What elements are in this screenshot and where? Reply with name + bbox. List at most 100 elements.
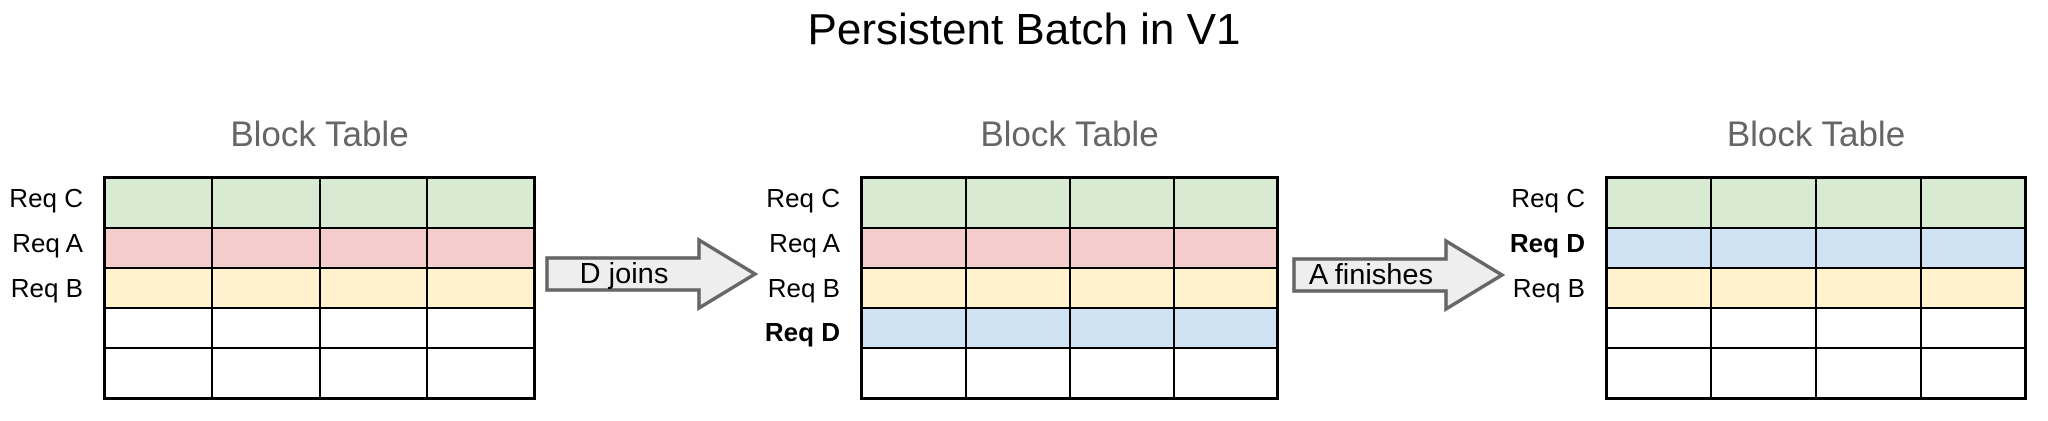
block-table: [1605, 176, 2027, 400]
block-cell: [1815, 176, 1922, 229]
block-cell: [1710, 226, 1817, 269]
block-cell: [426, 176, 536, 229]
block-table-panel-middle: Block Table Req C Req A Req B Req D: [765, 115, 1279, 400]
block-cell: [211, 176, 321, 229]
block-cell: [1068, 266, 1175, 310]
block-cell: [318, 307, 428, 350]
block-cell: [964, 226, 1071, 269]
transition-arrow-d-joins: D joins: [545, 237, 758, 311]
block-cell: [1919, 226, 2027, 269]
block-table-panel-left: Block Table Req C Req A Req B: [9, 115, 536, 400]
block-cell: [1605, 307, 1713, 350]
block-cell: [1710, 307, 1817, 350]
block-row: [860, 347, 1279, 400]
block-cell: [860, 307, 967, 350]
block-table-panel-right: Block Table Req C Req D Req B: [1510, 115, 2027, 400]
block-cell: [211, 307, 321, 350]
block-cell: [1068, 307, 1175, 350]
page-title: Persistent Batch in V1: [807, 5, 1241, 54]
block-cell: [1919, 307, 2027, 350]
block-cell: [318, 266, 428, 310]
block-cell: [1605, 347, 1713, 400]
block-row: [1605, 307, 2027, 350]
block-cell: [1068, 176, 1175, 229]
row-label: Req C: [1511, 183, 1585, 213]
block-cell: [318, 176, 428, 229]
block-table: [103, 176, 536, 400]
block-cell: [103, 266, 213, 310]
row-label: Req D: [1509, 227, 1585, 258]
block-row: [103, 347, 536, 400]
block-cell: [860, 176, 967, 229]
block-row: [103, 176, 536, 229]
block-cell: [1919, 176, 2027, 229]
block-table: [860, 176, 1279, 400]
block-cell: [1815, 307, 1922, 350]
block-row: [1605, 176, 2027, 229]
block-cell: [1172, 266, 1279, 310]
block-row: [860, 176, 1279, 229]
block-cell: [1710, 347, 1817, 400]
block-row: [860, 266, 1279, 310]
block-cell: [1710, 176, 1817, 229]
arrow-label: D joins: [579, 257, 669, 290]
block-cell: [860, 266, 967, 310]
right-arrow-icon: [1292, 238, 1505, 312]
block-cell: [103, 347, 213, 400]
block-row: [1605, 226, 2027, 269]
block-cell: [1172, 307, 1279, 350]
row-label: Req A: [12, 227, 83, 258]
block-cell: [1172, 176, 1279, 229]
block-cell: [426, 266, 536, 310]
block-cell: [964, 176, 1071, 229]
block-cell: [103, 226, 213, 269]
row-label: Req B: [767, 272, 840, 303]
block-cell: [1815, 347, 1922, 400]
block-cell: [1605, 266, 1713, 310]
block-cell: [964, 307, 1071, 350]
row-label: Req B: [1512, 272, 1585, 303]
block-row: [103, 266, 536, 310]
block-cell: [426, 347, 536, 400]
block-cell: [860, 226, 967, 269]
row-label: Req C: [766, 183, 840, 213]
block-cell: [964, 266, 1071, 310]
block-cell: [1710, 266, 1817, 310]
block-cell: [1919, 266, 2027, 310]
block-cell: [103, 176, 213, 229]
block-row: [103, 226, 536, 269]
block-table-title: Block Table: [1726, 114, 1906, 154]
block-cell: [318, 347, 428, 400]
block-cell: [1068, 347, 1175, 400]
row-label: Req B: [10, 272, 83, 303]
block-cell: [211, 226, 321, 269]
block-cell: [860, 347, 967, 400]
arrow-label: A finishes: [1308, 258, 1434, 291]
block-cell: [103, 307, 213, 350]
block-cell: [211, 347, 321, 400]
row-label: Req C: [9, 183, 83, 213]
block-cell: [1815, 226, 1922, 269]
block-cell: [1605, 176, 1713, 229]
block-cell: [318, 226, 428, 269]
block-cell: [426, 307, 536, 350]
row-label: Req A: [769, 227, 840, 258]
block-cell: [211, 266, 321, 310]
block-table-title: Block Table: [230, 114, 409, 154]
block-row: [860, 307, 1279, 350]
block-cell: [1919, 347, 2027, 400]
block-cell: [1172, 347, 1279, 400]
block-cell: [964, 347, 1071, 400]
block-cell: [1172, 226, 1279, 269]
block-cell: [426, 226, 536, 269]
block-table-title: Block Table: [980, 114, 1159, 154]
block-cell: [1068, 226, 1175, 269]
block-row: [1605, 347, 2027, 400]
transition-arrow-a-finishes: A finishes: [1292, 238, 1505, 312]
block-row: [1605, 266, 2027, 310]
block-cell: [1605, 226, 1713, 269]
block-row: [860, 226, 1279, 269]
block-row: [103, 307, 536, 350]
right-arrow-icon: [545, 237, 758, 311]
row-label: Req D: [764, 317, 840, 348]
